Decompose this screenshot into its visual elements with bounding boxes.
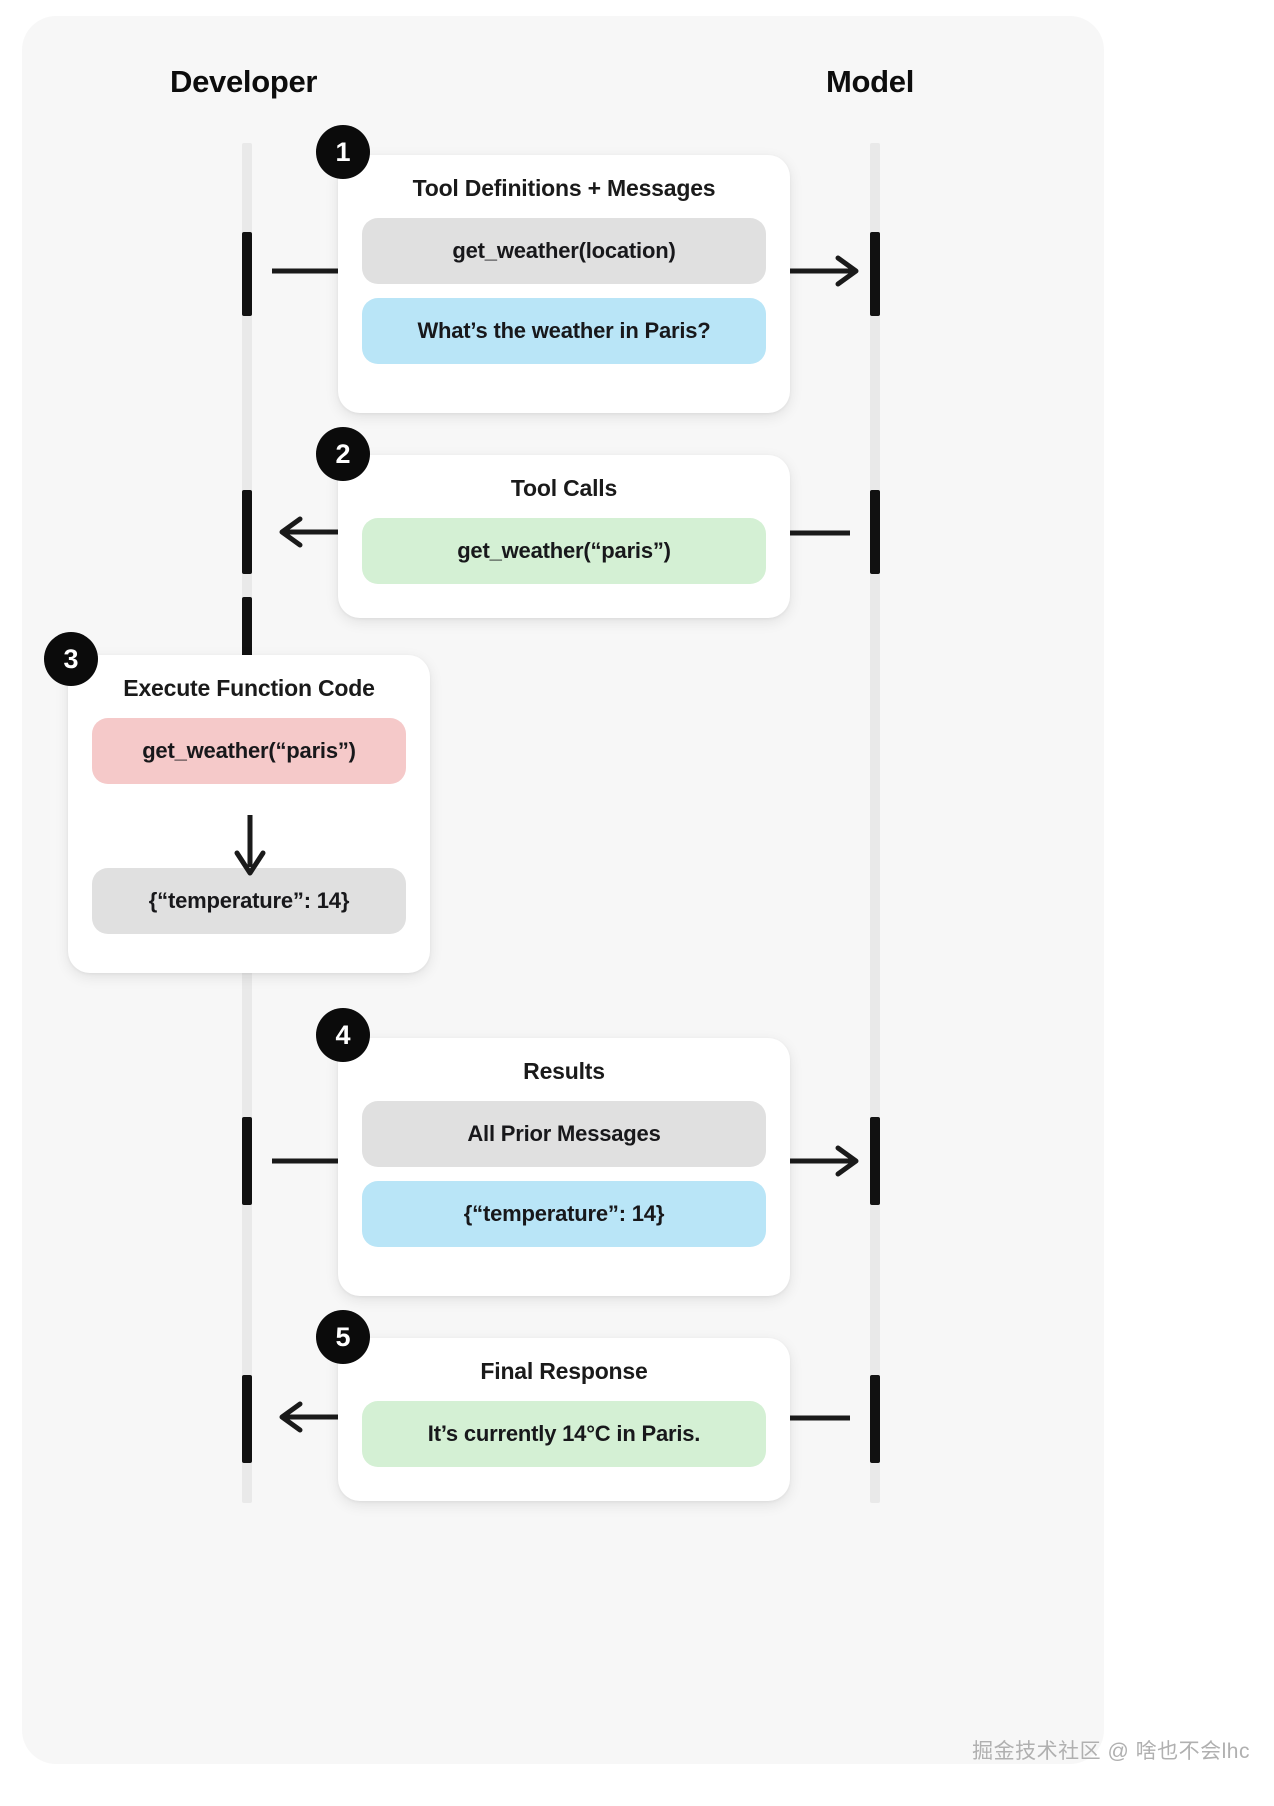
step-badge-2: 2 [316,427,370,481]
model-column-header: Model [826,64,915,99]
step-1-title: Tool Definitions + Messages [412,175,716,201]
step-3-bubble-1: get_weather(“paris”) [92,718,406,784]
step-1-bubble-2: What’s the weather in Paris? [362,298,766,364]
arrow-step4-to-model [790,1145,859,1177]
step-card-3[interactable]: Execute Function Code get_weather(“paris… [68,655,430,973]
model-lifeline [870,143,880,1503]
model-activation-1 [870,232,880,316]
step-5-bubble-1: It’s currently 14°C in Paris. [362,1401,766,1467]
step-5-title: Final Response [480,1358,648,1384]
step-badge-5: 5 [316,1310,370,1364]
step-card-4[interactable]: Results All Prior Messages {“temperature… [338,1038,790,1296]
developer-activation-4 [242,1117,252,1205]
step-badge-4: 4 [316,1008,370,1062]
model-activation-2 [870,490,880,574]
arrow-step2-to-developer [279,516,348,548]
developer-activation-5 [242,1375,252,1463]
step-4-bubble-1: All Prior Messages [362,1101,766,1167]
developer-activation-1 [242,232,252,316]
arrow-step5-to-developer [279,1401,348,1433]
step-3-bubble-2: {“temperature”: 14} [92,868,406,934]
developer-activation-2 [242,490,252,574]
developer-column-header: Developer [170,64,318,99]
step-card-1[interactable]: Tool Definitions + Messages get_weather(… [338,155,790,413]
step-badge-3: 3 [44,632,98,686]
watermark-text: 掘金技术社区 @ 啥也不会lhc [972,1740,1250,1763]
step-badge-1: 1 [316,125,370,179]
developer-activation-3 [242,597,252,669]
arrow-step5-right-segment [790,1415,850,1421]
step-1-bubble-1: get_weather(location) [362,218,766,284]
step-2-bubble-1: get_weather(“paris”) [362,518,766,584]
step-3-down-arrow-icon [234,815,266,876]
step-3-title: Execute Function Code [123,675,375,701]
step-4-title: Results [523,1058,605,1084]
step-4-bubble-2: {“temperature”: 14} [362,1181,766,1247]
arrow-step2-right-segment [790,530,850,536]
arrow-step1-to-model [790,255,859,287]
step-card-2[interactable]: Tool Calls get_weather(“paris”) [338,455,790,618]
step-2-title: Tool Calls [510,475,618,501]
model-activation-5 [870,1375,880,1463]
model-activation-4 [870,1117,880,1205]
step-card-5[interactable]: Final Response It’s currently 14°C in Pa… [338,1338,790,1501]
